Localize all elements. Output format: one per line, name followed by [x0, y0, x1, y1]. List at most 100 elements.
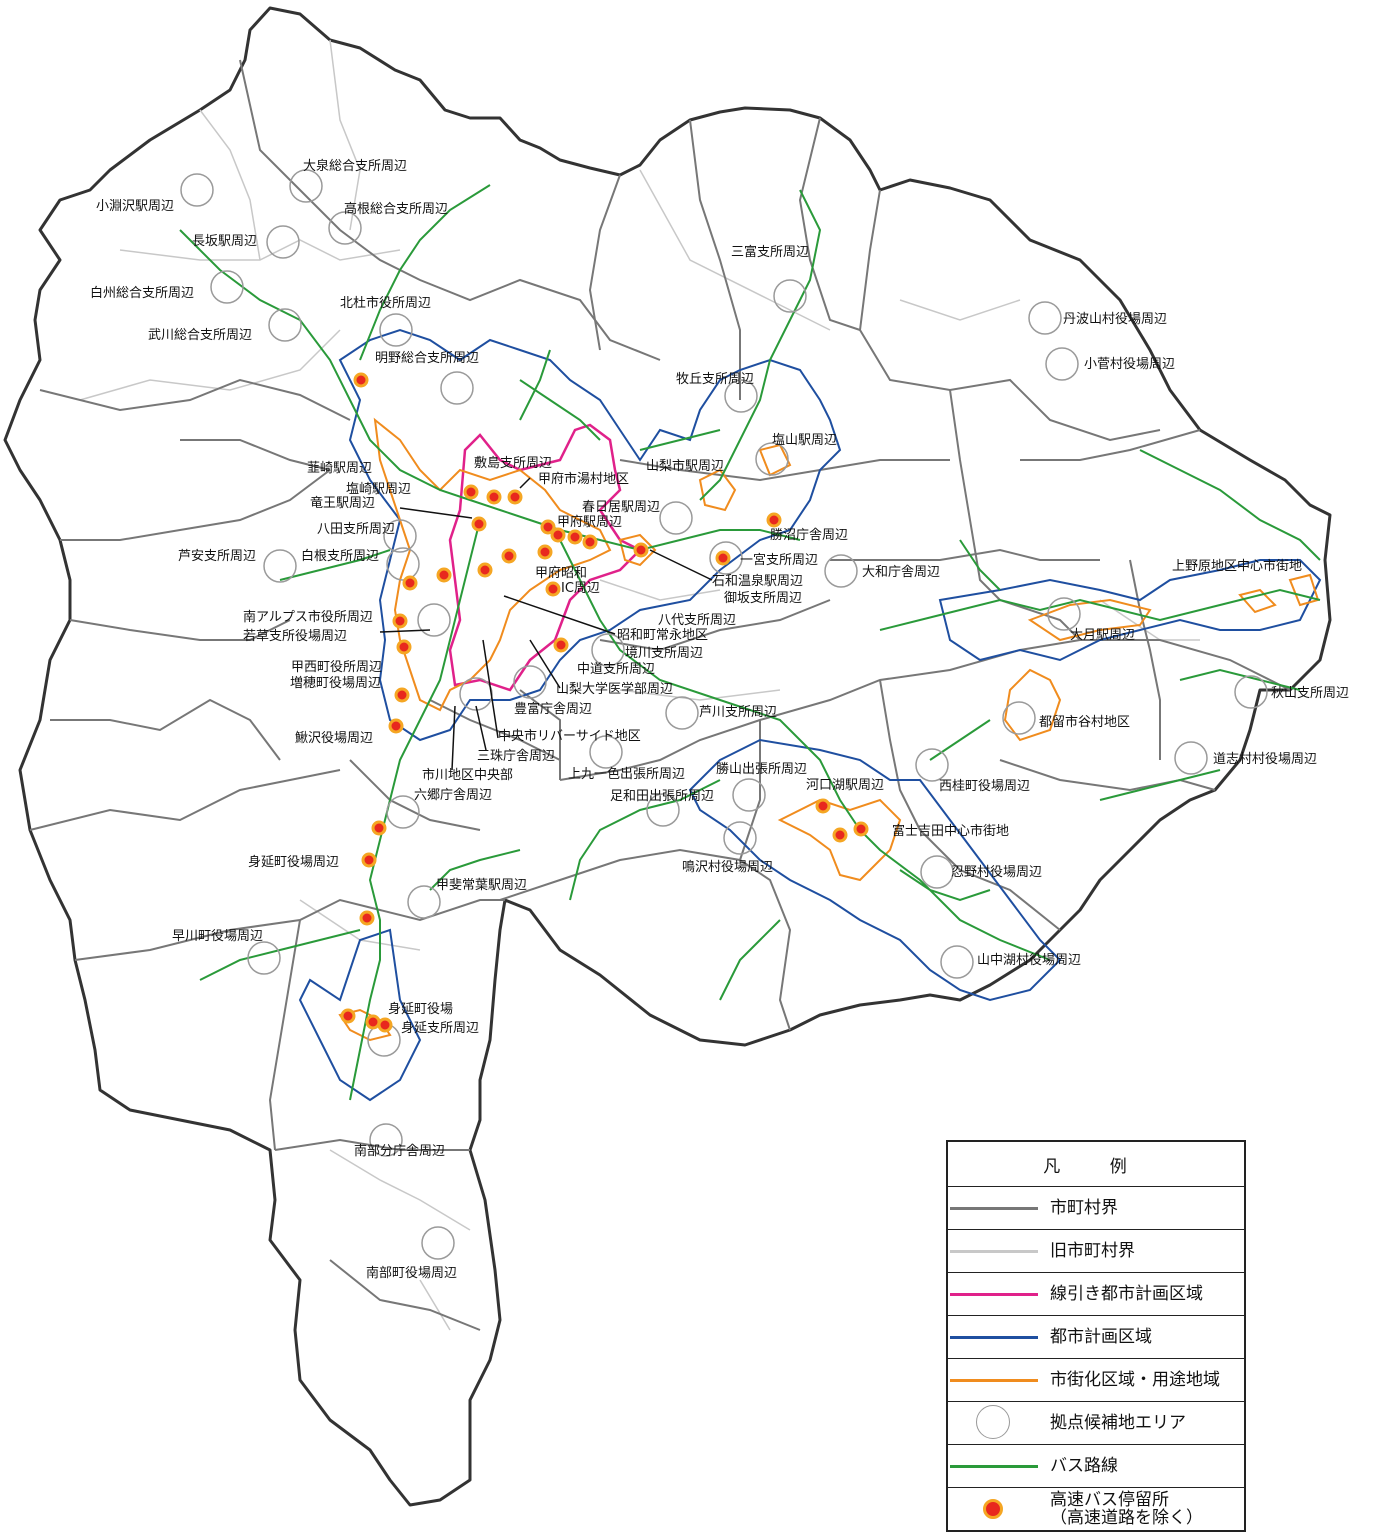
label: 塩山駅周辺: [772, 433, 837, 448]
label: 勝沼庁舎周辺: [770, 528, 848, 543]
label: 昭和町常永地区: [617, 628, 708, 643]
label: 河口湖駅周辺: [806, 778, 884, 793]
label: 富士吉田中心市街地: [892, 823, 1009, 839]
label: 石和温泉駅周辺: [712, 573, 803, 589]
highway-bus-stops: [340, 372, 869, 1033]
label: 西桂町役場周辺: [939, 779, 1030, 794]
label: 身延町役場周辺: [248, 854, 339, 870]
bus-routes: [179, 184, 1321, 1101]
label: 甲府駅周辺: [557, 515, 622, 530]
label: 三富支所周辺: [731, 244, 809, 260]
legend-label: 市町村界: [1050, 1198, 1118, 1218]
label: 大和庁舎周辺: [862, 565, 940, 580]
label: 甲府昭和: [535, 566, 587, 581]
label: 甲斐常葉駅周辺: [436, 878, 527, 893]
label: 豊富庁舎周辺: [514, 701, 592, 717]
legend-label-main: 高速バス停留所: [1050, 1490, 1169, 1510]
label: 鳴沢村役場周辺: [682, 860, 773, 875]
label: 武川総合支所周辺: [148, 328, 252, 343]
label: 敷島支所周辺: [474, 456, 552, 471]
label: 八田支所周辺: [317, 522, 395, 537]
label: 小菅村役場周辺: [1084, 357, 1175, 372]
label: 春日居駅周辺: [582, 500, 660, 515]
legend-label: 市街化区域・用途地域: [1050, 1370, 1220, 1390]
legend-label: 高速バス停留所 （高速道路を除く）: [1040, 1491, 1203, 1527]
legend-item-bus-stop: 高速バス停留所 （高速道路を除く）: [948, 1487, 1244, 1530]
label: 明野総合支所周辺: [375, 351, 479, 366]
label: 増穂町役場周辺: [290, 676, 381, 691]
label: 竜王駅周辺: [310, 496, 375, 511]
label: 牧丘支所周辺: [676, 372, 754, 387]
legend-item-urbanization: 市街化区域・用途地域: [948, 1358, 1244, 1401]
city-planning-areas: [298, 328, 1322, 1102]
line-swatch: [948, 1359, 1040, 1401]
legend-label: バス路線: [1050, 1456, 1118, 1476]
label: 大泉総合支所周辺: [303, 158, 407, 174]
label: 北杜市役所周辺: [340, 295, 431, 311]
legend-item-old-border: 旧市町村界: [948, 1229, 1244, 1272]
label: 南部分庁舎周辺: [354, 1143, 445, 1159]
label: 上九一色出張所周辺: [568, 766, 685, 782]
label: 境川支所周辺: [625, 646, 703, 661]
legend-label: 拠点候補地エリア: [1050, 1413, 1186, 1433]
line-swatch: [948, 1187, 1040, 1229]
legend-item-senbiki: 線引き都市計画区域: [948, 1272, 1244, 1315]
label: 忍野村役場周辺: [951, 865, 1042, 880]
legend-item-candidate-area: 拠点候補地エリア: [948, 1401, 1244, 1444]
label: 秋山支所周辺: [1271, 686, 1349, 701]
label: 道志村村役場周辺: [1213, 752, 1317, 767]
label: 芦川支所周辺: [699, 705, 777, 720]
circle-icon: [948, 1402, 1040, 1444]
map-legend: 凡 例 市町村界 旧市町村界 線引き都市計画区域 都市計画区域 市街化区域・用途…: [946, 1140, 1246, 1532]
line-swatch: [948, 1273, 1040, 1315]
label: 若草支所役場周辺: [243, 628, 347, 644]
label: 白州総合支所周辺: [90, 285, 194, 301]
label: 中道支所周辺: [577, 662, 655, 677]
line-swatch: [948, 1230, 1040, 1272]
label: 南部町役場周辺: [366, 1265, 457, 1281]
label: 市川地区中央部: [422, 767, 513, 783]
legend-label: 旧市町村界: [1050, 1241, 1135, 1261]
label: 甲西町役所周辺: [291, 660, 382, 675]
label: 小淵沢駅周辺: [96, 199, 174, 214]
legend-label: 都市計画区域: [1050, 1327, 1152, 1347]
place-labels: 大泉総合支所周辺 小淵沢駅周辺 高根総合支所周辺 長坂駅周辺 白州総合支所周辺 …: [90, 158, 1349, 1281]
legend-item-bus-route: バス路線: [948, 1444, 1244, 1487]
legend-item-city-planning: 都市計画区域: [948, 1315, 1244, 1358]
label: 山梨大学医学部周辺: [556, 681, 673, 697]
old-municipal-borders: [79, 39, 1200, 1331]
label: 高根総合支所周辺: [344, 201, 448, 217]
label: 上野原地区中心市街地: [1172, 558, 1302, 574]
label: 身延支所周辺: [401, 1020, 479, 1036]
label: 六郷庁舎周辺: [414, 788, 492, 803]
label: 芦安支所周辺: [178, 549, 256, 564]
label: 丹波山村役場周辺: [1063, 312, 1167, 327]
label: 山梨市駅周辺: [646, 458, 724, 474]
label: 都留市谷村地区: [1039, 714, 1130, 730]
label: 韮崎駅周辺: [307, 461, 372, 476]
bus-stop-icon: [948, 1488, 1040, 1530]
label: 三珠庁舎周辺: [477, 749, 555, 764]
label: 長坂駅周辺: [192, 234, 257, 249]
label: 山中湖村役場周辺: [977, 953, 1081, 968]
legend-label: 線引き都市計画区域: [1050, 1284, 1203, 1304]
leader-arrows: [379, 477, 713, 771]
line-swatch: [948, 1316, 1040, 1358]
label: 白根支所周辺: [301, 548, 379, 564]
line-swatch: [948, 1445, 1040, 1487]
senbiki-area: [448, 423, 643, 692]
label: 早川町役場周辺: [172, 929, 263, 944]
label: 大月駅周辺: [1070, 628, 1135, 643]
label: 一宮支所周辺: [740, 552, 818, 568]
legend-item-municipal-border: 市町村界: [948, 1186, 1244, 1229]
legend-title: 凡 例: [1043, 1156, 1149, 1177]
label: 足和田出張所周辺: [610, 789, 714, 804]
legend-label-sub: （高速道路を除く）: [1050, 1508, 1203, 1528]
label: IC周辺: [561, 581, 600, 596]
label: 御坂支所周辺: [724, 591, 802, 606]
label: 南アルプス市役所周辺: [243, 609, 373, 625]
label: 甲府市湯村地区: [538, 471, 629, 487]
label: 鰍沢役場周辺: [295, 731, 373, 746]
label: 勝山出張所周辺: [716, 762, 807, 777]
